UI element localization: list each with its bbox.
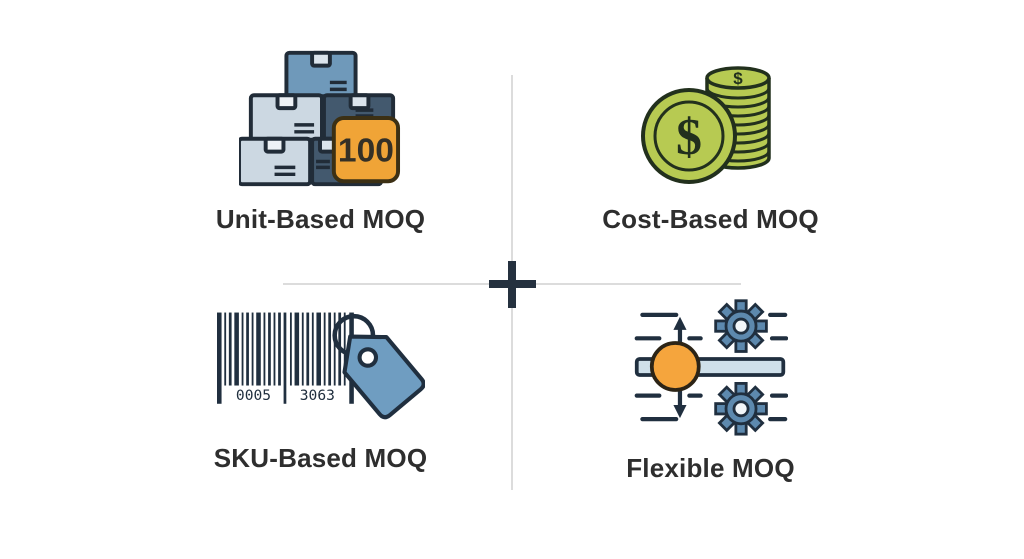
arrow-up-icon xyxy=(673,316,687,345)
barcode-digits-right: 3063 xyxy=(299,387,334,404)
badge-value: 100 xyxy=(338,132,394,169)
gear-icon xyxy=(714,299,768,353)
cost-based-moq-label: Cost-Based MOQ xyxy=(602,204,819,234)
quadrant-unit-based: 100 Unit-Based MOQ xyxy=(178,40,463,235)
unit-based-moq-label: Unit-Based MOQ xyxy=(215,204,426,234)
front-coin: $ xyxy=(640,88,737,184)
quadrant-cost-based: $ $ Cost-Based MOQ xyxy=(568,40,853,235)
arrow-down-icon xyxy=(673,388,687,419)
center-plus-icon xyxy=(508,261,516,308)
coins-icon: $ $ xyxy=(640,40,781,188)
barcode-tag-icon: 0005 3063 xyxy=(216,303,425,427)
flexible-moq-label: Flexible MOQ xyxy=(626,453,795,483)
quadrant-sku-based: 0005 3063 SKU-Based MOQ xyxy=(178,303,463,474)
coin-dollar-symbol: $ xyxy=(676,109,702,166)
slider-gears-icon xyxy=(633,296,788,437)
boxes-stack-icon: 100 xyxy=(239,40,402,188)
quantity-badge: 100 xyxy=(331,116,401,184)
barcode-digits-left: 0005 xyxy=(235,387,270,404)
guide-dashes xyxy=(634,312,788,422)
quadrant-flexible: Flexible MOQ xyxy=(568,296,853,484)
slider-knob xyxy=(649,341,701,392)
gear-icon xyxy=(714,382,768,436)
stack-dollar-symbol: $ xyxy=(733,69,743,88)
price-tag xyxy=(341,334,425,420)
sku-based-moq-label: SKU-Based MOQ xyxy=(213,443,428,473)
